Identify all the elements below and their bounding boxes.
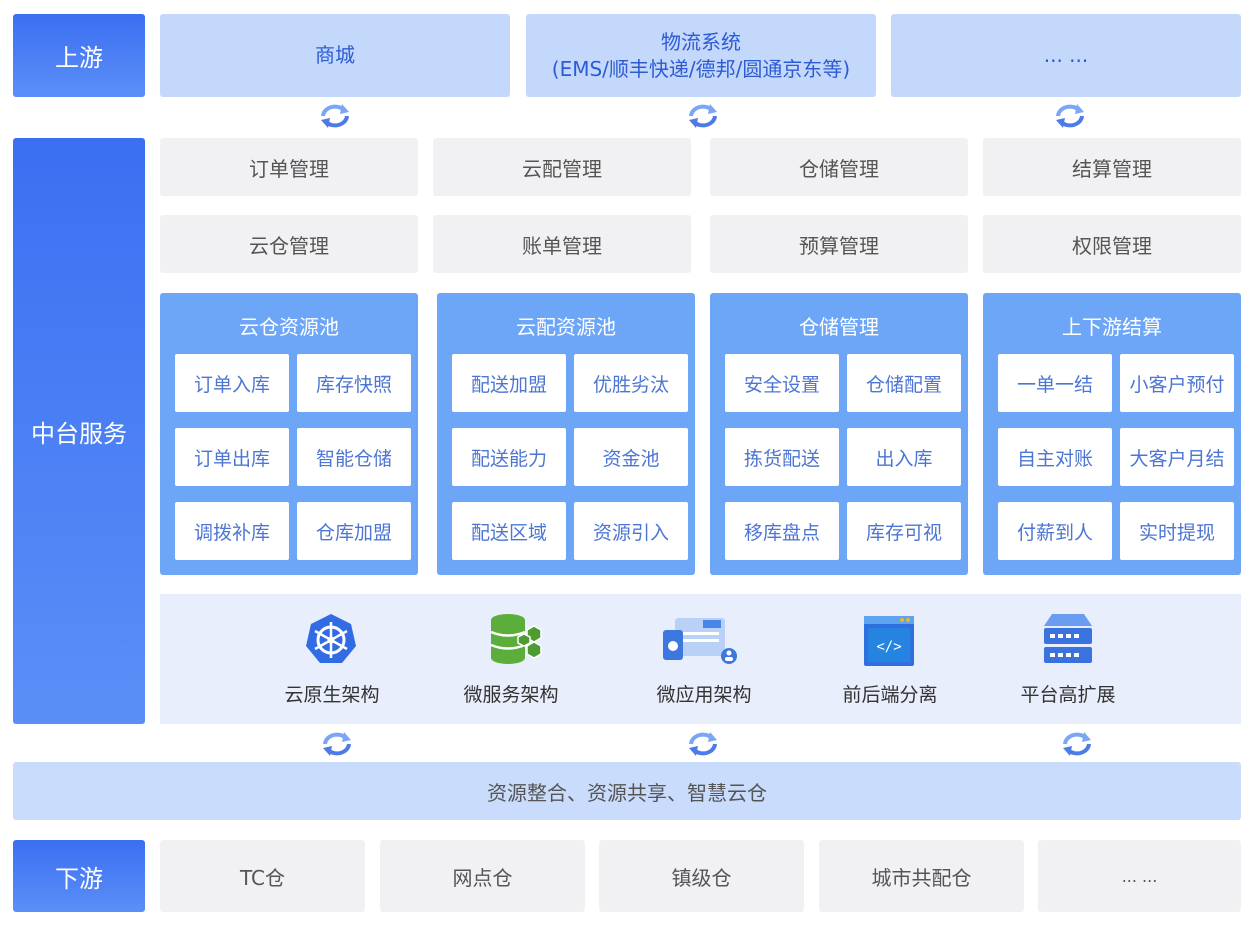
pool-item: 移库盘点: [725, 502, 839, 560]
pool-item: 拣货配送: [725, 428, 839, 486]
pool-cloud-warehouse: 云仓资源池 订单入库 库存快照 订单出库 智能仓储 调拨补库 仓库加盟: [160, 293, 418, 575]
pool-item: 自主对账: [998, 428, 1112, 486]
upstream-mall: 商城: [160, 14, 510, 97]
kubernetes-icon: [304, 612, 358, 670]
pool-item: 配送加盟: [452, 354, 566, 412]
mgmt-budget: 预算管理: [710, 215, 968, 273]
layer-upstream: 上游: [13, 14, 145, 97]
upstream-label: ... ...: [1043, 43, 1089, 67]
code-window-icon: </>: [864, 616, 914, 670]
pool-item: 出入库: [847, 428, 961, 486]
downstream-city: 城市共配仓: [819, 840, 1024, 912]
sync-arrows-icon: [686, 103, 720, 129]
upstream-more: ... ...: [891, 14, 1241, 97]
mgmt-bill: 账单管理: [433, 215, 691, 273]
resource-band: 资源整合、资源共享、智慧云仓: [13, 762, 1241, 820]
sync-arrows-icon: [686, 731, 720, 757]
mgmt-order: 订单管理: [160, 138, 418, 196]
mgmt-permission: 权限管理: [983, 215, 1241, 273]
pool-item: 库存快照: [297, 354, 411, 412]
pool-title: 上下游结算: [1062, 315, 1162, 339]
mgmt-cloud-delivery: 云配管理: [433, 138, 691, 196]
sync-arrows-icon: [1053, 103, 1087, 129]
downstream-town: 镇级仓: [599, 840, 804, 912]
pool-title: 云配资源池: [516, 315, 616, 339]
tech-label: 平台高扩展: [1020, 684, 1116, 706]
svg-text:</>: </>: [876, 639, 901, 655]
pool-title: 仓储管理: [799, 315, 879, 339]
layer-downstream: 下游: [13, 840, 145, 912]
tech-label: 前后端分离: [842, 684, 938, 706]
pool-warehouse-management: 仓储管理 安全设置 仓储配置 拣货配送 出入库 移库盘点 库存可视: [710, 293, 968, 575]
pool-item: 智能仓储: [297, 428, 411, 486]
pool-item: 实时提现: [1120, 502, 1234, 560]
pool-item: 大客户月结: [1120, 428, 1234, 486]
pool-item: 资源引入: [574, 502, 688, 560]
pool-item: 配送能力: [452, 428, 566, 486]
pool-title: 云仓资源池: [239, 315, 339, 339]
upstream-logistics: 物流系统 (EMS/顺丰快递/德邦/圆通京东等): [526, 14, 876, 97]
tech-label: 微服务架构: [463, 684, 559, 706]
pool-item: 订单入库: [175, 354, 289, 412]
upstream-sublabel: (EMS/顺丰快递/德邦/圆通京东等): [551, 56, 851, 81]
pool-item: 仓库加盟: [297, 502, 411, 560]
downstream-tc: TC仓: [160, 840, 365, 912]
downstream-outlet: 网点仓: [380, 840, 585, 912]
pool-item: 一单一结: [998, 354, 1112, 412]
pool-cloud-delivery: 云配资源池 配送加盟 优胜劣汰 配送能力 资金池 配送区域 资源引入: [437, 293, 695, 575]
layer-middle: 中台服务: [13, 138, 145, 724]
sync-arrows-icon: [320, 731, 354, 757]
pool-item: 配送区域: [452, 502, 566, 560]
pool-item: 调拨补库: [175, 502, 289, 560]
app-window-icon: [663, 616, 739, 672]
upstream-label: 商城: [315, 43, 355, 67]
pool-item: 资金池: [574, 428, 688, 486]
pool-item: 小客户预付: [1120, 354, 1234, 412]
sync-arrows-icon: [318, 103, 352, 129]
tech-label: 微应用架构: [656, 684, 752, 706]
pool-item: 仓储配置: [847, 354, 961, 412]
pool-item: 库存可视: [847, 502, 961, 560]
mgmt-settlement: 结算管理: [983, 138, 1241, 196]
pool-item: 优胜劣汰: [574, 354, 688, 412]
upstream-label: 物流系统: [661, 29, 741, 54]
sync-arrows-icon: [1060, 731, 1094, 757]
database-network-icon: [488, 612, 548, 672]
mgmt-cloud-warehouse: 云仓管理: [160, 215, 418, 273]
tech-label: 云原生架构: [284, 684, 380, 706]
pool-item: 安全设置: [725, 354, 839, 412]
downstream-more: ... ...: [1038, 840, 1241, 912]
pool-settlement: 上下游结算 一单一结 小客户预付 自主对账 大客户月结 付薪到人 实时提现: [983, 293, 1241, 575]
pool-item: 付薪到人: [998, 502, 1112, 560]
pool-item: 订单出库: [175, 428, 289, 486]
mgmt-warehouse: 仓储管理: [710, 138, 968, 196]
server-rack-icon: [1042, 612, 1094, 670]
